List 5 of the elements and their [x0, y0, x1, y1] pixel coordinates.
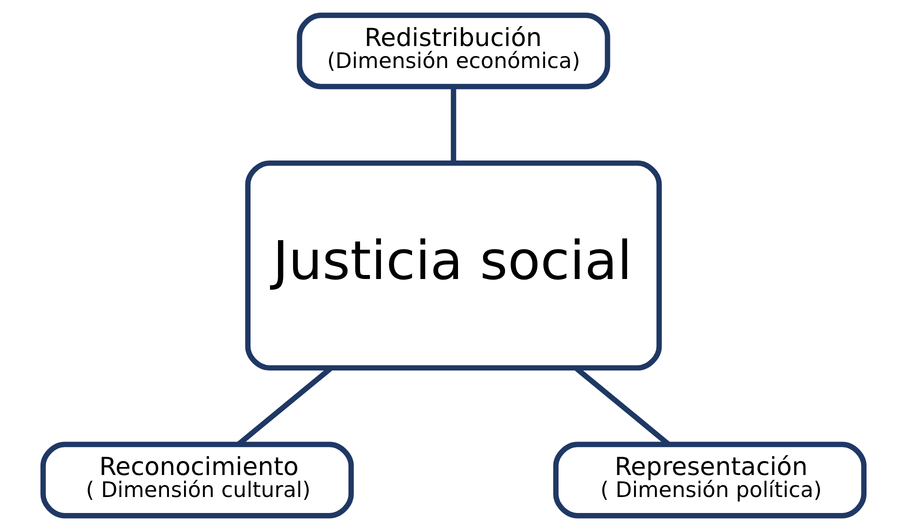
connector: [450, 86, 456, 163]
node-box: Justicia social: [245, 160, 662, 371]
node-box: Reconocimiento ( Dimensión cultural): [40, 442, 354, 518]
node-box: Redistribución (Dimensión económica): [296, 12, 610, 90]
node-box: Representación ( Dimensión política): [553, 442, 867, 518]
